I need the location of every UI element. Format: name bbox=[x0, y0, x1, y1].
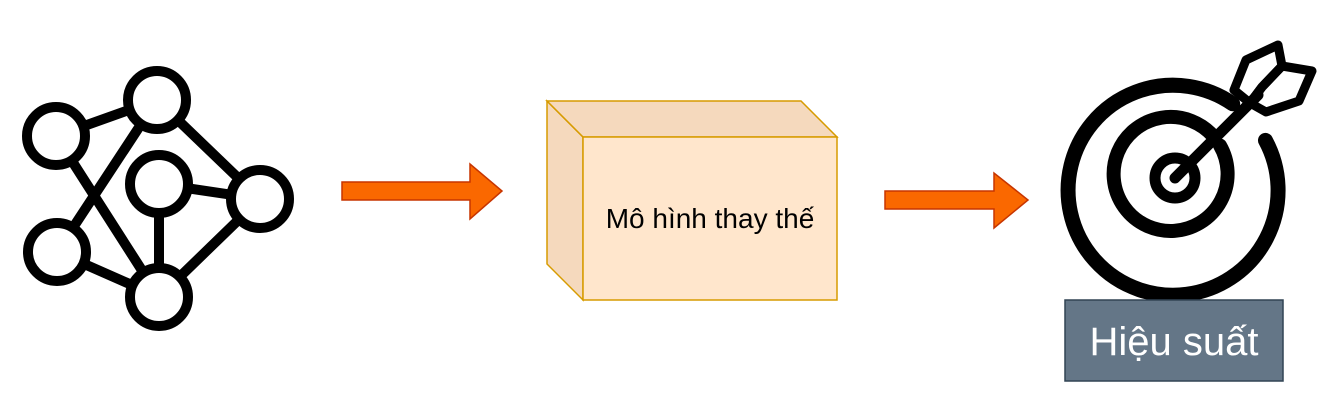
target-arrow-shaft bbox=[1169, 89, 1264, 184]
performance-label: Hiệu suất bbox=[1090, 320, 1259, 364]
box-front-face bbox=[582, 136, 838, 301]
performance-label-box: Hiệu suất bbox=[1064, 299, 1284, 382]
arrow-right-1 bbox=[341, 162, 504, 221]
target-middle-ring bbox=[1106, 109, 1235, 238]
target-bullseye bbox=[1149, 152, 1201, 204]
box-top-face bbox=[545, 100, 839, 138]
arrow-right-2 bbox=[884, 171, 1030, 230]
neural-network-icon bbox=[22, 66, 294, 331]
target-outer-ring bbox=[1060, 77, 1286, 303]
surrogate-model-label: Mô hình thay thế bbox=[606, 203, 815, 234]
surrogate-model-box: Mô hình thay thế bbox=[545, 99, 839, 302]
target-icon bbox=[1060, 40, 1317, 303]
neural-network-nodes bbox=[22, 66, 294, 331]
target-arrow-fletching bbox=[1229, 40, 1317, 117]
